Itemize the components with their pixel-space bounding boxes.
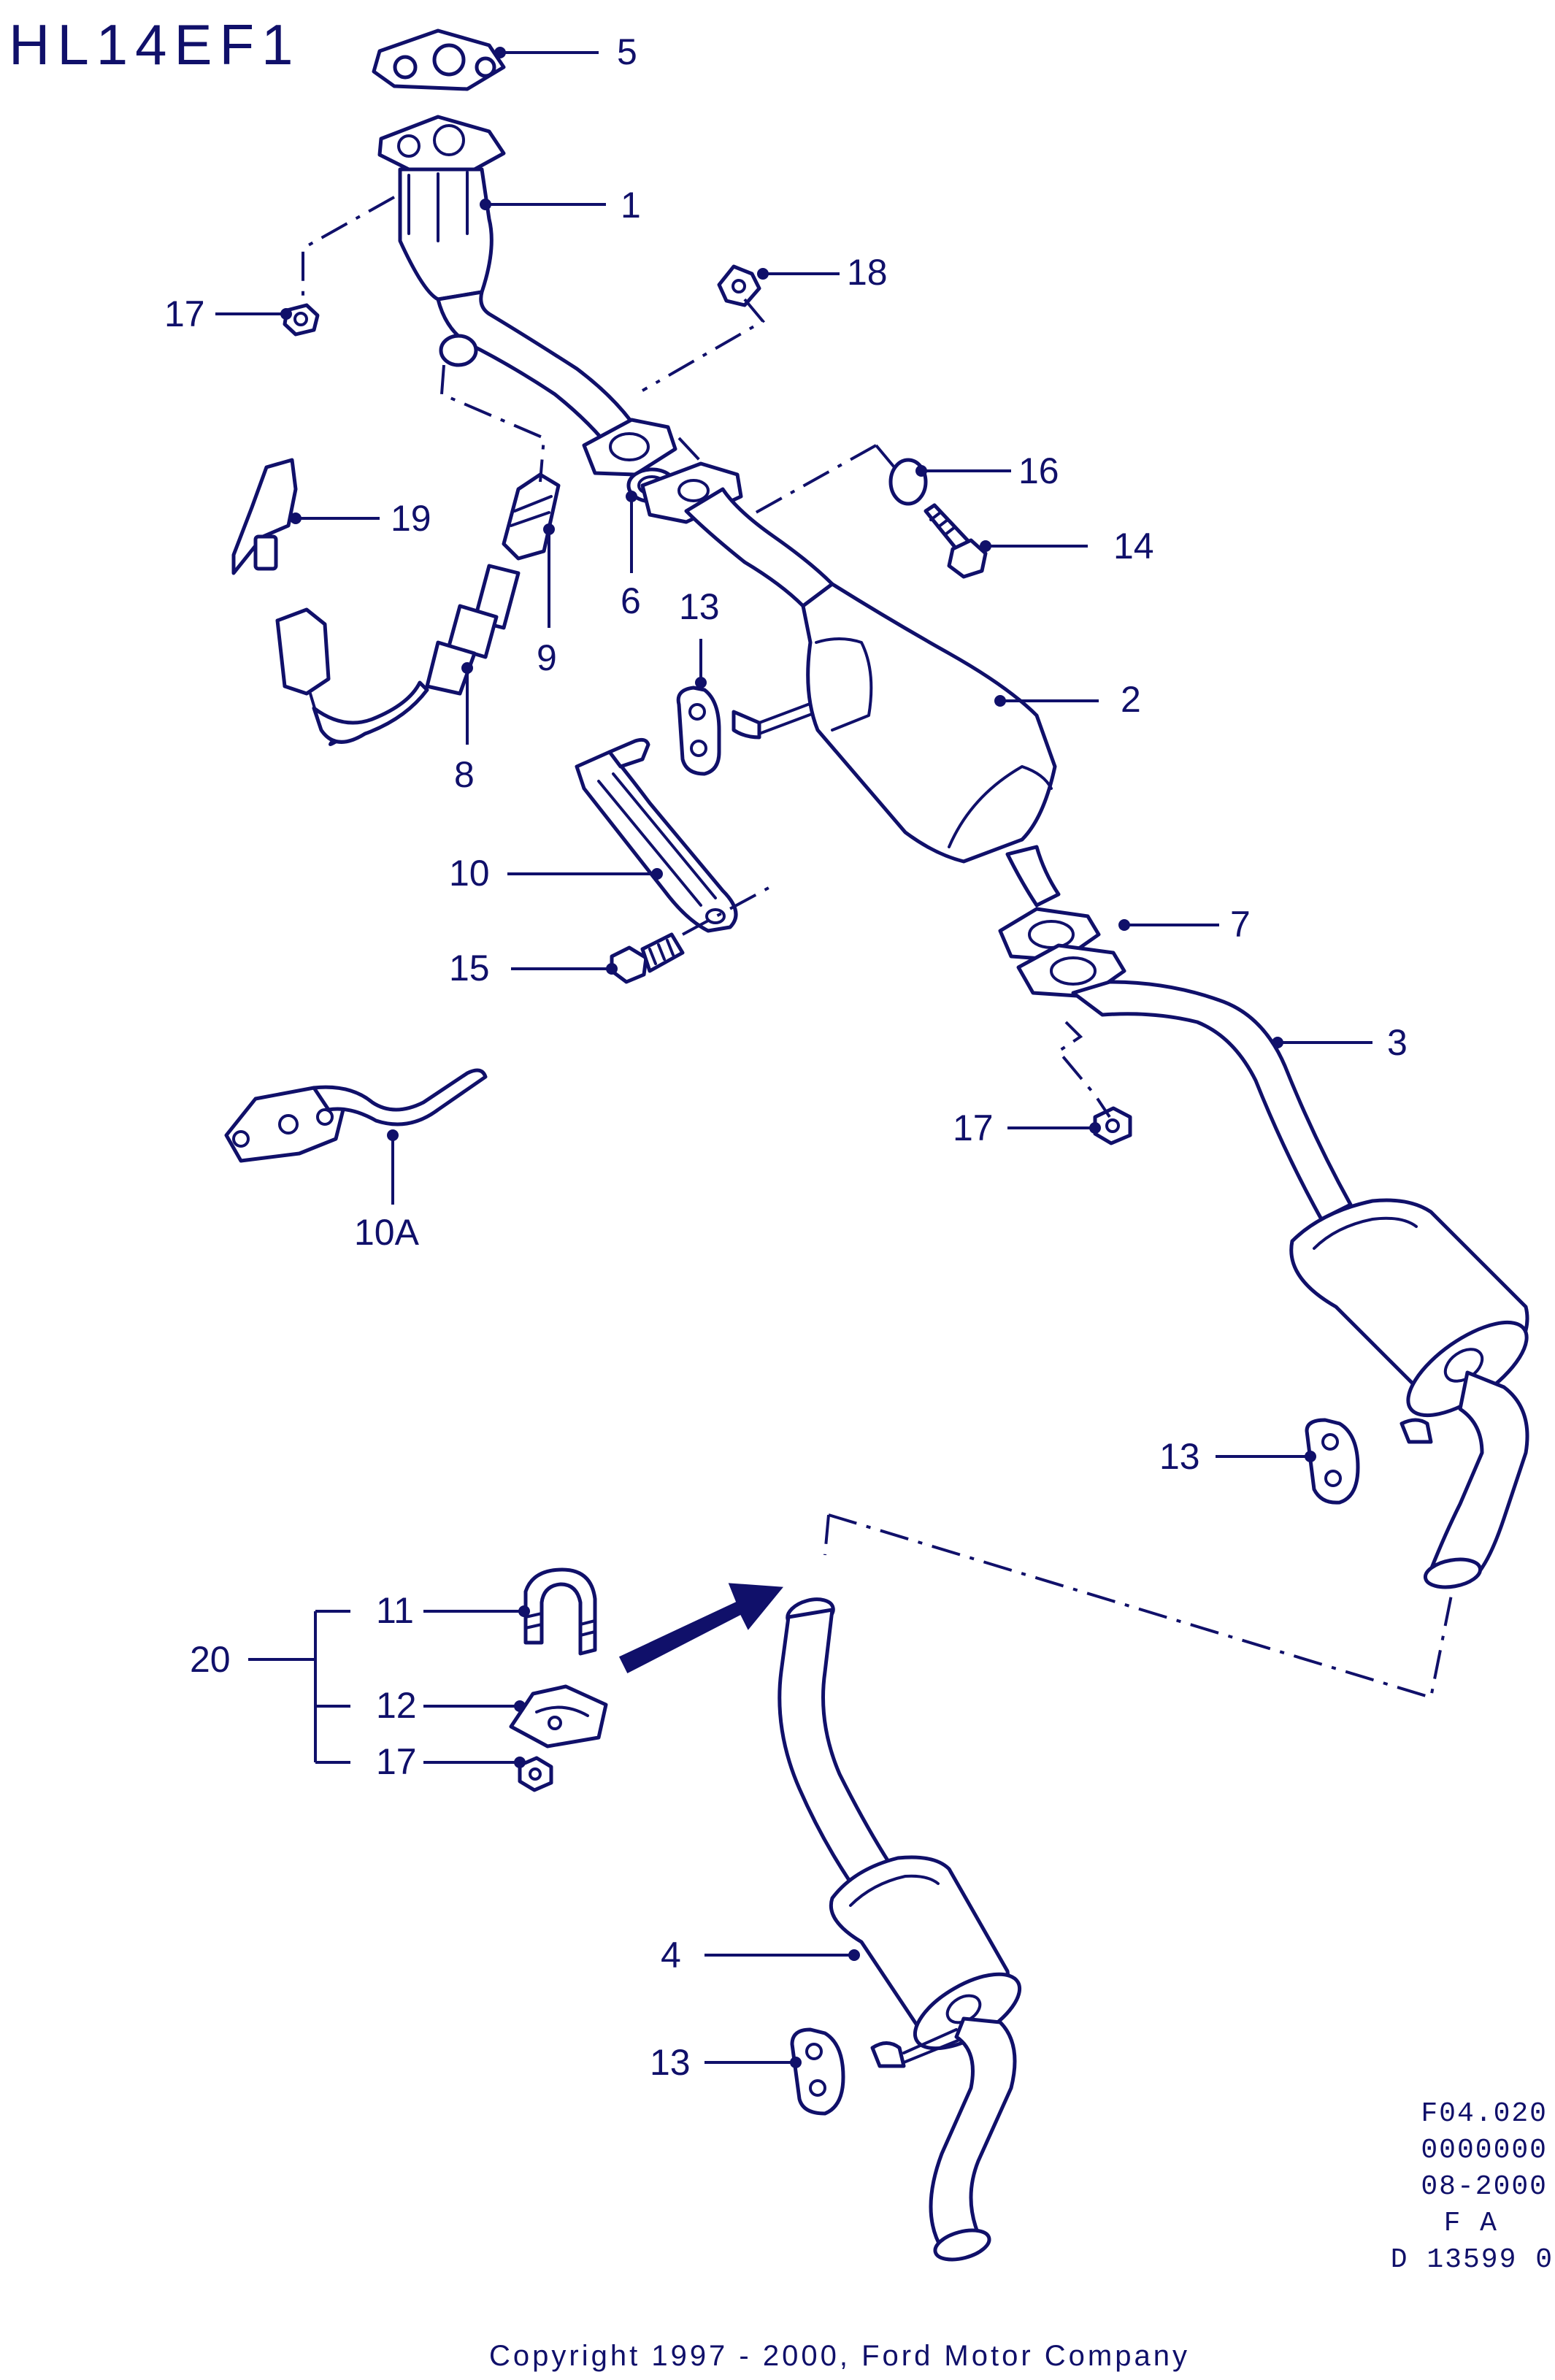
reference-line-3: 08-2000 [1421, 2171, 1548, 2203]
callout-4: 4 [661, 1935, 681, 1976]
part-17-nut-top [283, 303, 320, 337]
callout-12: 12 [376, 1685, 417, 1726]
part-7-flange-gaskets [998, 907, 1126, 999]
callout-13c: 13 [650, 2042, 691, 2083]
assembly-arrow [618, 1583, 783, 1674]
callout-7: 7 [1230, 904, 1251, 945]
reference-line-4: F A [1444, 2208, 1498, 2239]
part-14-bolt [924, 503, 988, 579]
callout-17c: 17 [376, 1741, 417, 1782]
callout-13b: 13 [1159, 1436, 1200, 1477]
callout-14: 14 [1113, 526, 1154, 567]
part-2-catalytic-converter [640, 461, 1061, 907]
leader-lines [215, 47, 1372, 2068]
callout-1: 1 [621, 185, 641, 226]
part-5-manifold-gasket [372, 28, 506, 91]
part-12-clamp-saddle [509, 1684, 608, 1748]
part-10-bracket [575, 737, 738, 933]
copyright-notice: Copyright 1997 - 2000, Ford Motor Compan… [489, 2340, 1190, 2372]
part-13-hanger-upper [676, 686, 819, 776]
callout-10a: 10A [354, 1212, 420, 1253]
callout-2: 2 [1121, 679, 1141, 720]
reference-line-5: D 13599 0 [1391, 2244, 1554, 2276]
connection-lines [302, 196, 1454, 1700]
part-1-front-pipe [377, 115, 645, 455]
callout-11: 11 [376, 1590, 414, 1631]
part-8-oxygen-sensor [275, 564, 521, 746]
callout-6: 6 [621, 580, 641, 621]
reference-line-2: 0000000 [1421, 2135, 1548, 2166]
part-13-hanger-middle [1305, 1418, 1360, 1505]
callout-18: 18 [847, 252, 888, 293]
part-11-u-bolt [523, 1567, 597, 1656]
callout-13: 13 [679, 586, 720, 627]
part-3-centre-silencer-pipe [1071, 980, 1529, 1589]
part-15-bolt [610, 932, 685, 984]
callout-3: 3 [1387, 1022, 1408, 1063]
callout-20: 20 [190, 1639, 231, 1680]
callout-19: 19 [391, 498, 431, 539]
callout-15: 15 [449, 948, 490, 989]
part-10a-bracket [224, 1068, 488, 1163]
reference-line-1: F04.020 [1421, 2098, 1548, 2130]
part-18-clip-nut [717, 264, 761, 307]
callout-8: 8 [454, 754, 475, 795]
diagram-title: HL14EF1 [9, 12, 301, 77]
callout-10: 10 [449, 853, 490, 894]
callout-labels: 5 1 17 18 19 16 14 6 13 9 2 8 10 7 15 3 … [164, 31, 1408, 2083]
part-19-sensor-bracket [231, 458, 298, 575]
part-4-rear-silencer [778, 1597, 1022, 2262]
callout-17b: 17 [953, 1108, 994, 1148]
part-13-hanger-lower [790, 2027, 845, 2116]
part-17-nut-kit [518, 1756, 553, 1792]
callout-17: 17 [164, 293, 205, 334]
callout-9: 9 [537, 637, 557, 678]
callout-5: 5 [617, 31, 637, 72]
reference-block: F04.020 0000000 08-2000 F A D 13599 0 [1391, 2098, 1554, 2276]
callout-16: 16 [1018, 450, 1059, 491]
